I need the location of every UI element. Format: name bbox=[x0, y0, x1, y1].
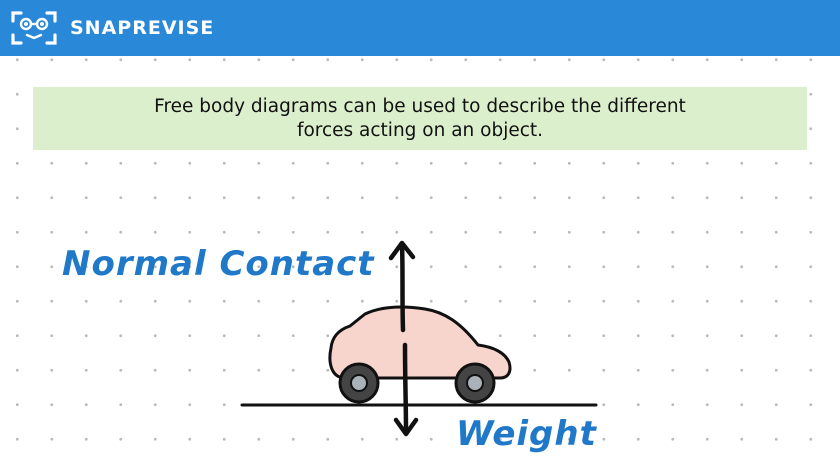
snaprevise-logo-icon[interactable] bbox=[10, 9, 58, 51]
car-body bbox=[328, 305, 512, 380]
caption-text: Free body diagrams can be used to descri… bbox=[154, 95, 686, 141]
rear-wheel bbox=[338, 362, 380, 404]
weight-label: Weight bbox=[456, 414, 597, 454]
front-wheel bbox=[454, 362, 496, 404]
normal-contact-arrow bbox=[388, 240, 416, 333]
normal-contact-label: Normal Contact bbox=[62, 244, 375, 284]
header-bar: SNAPREVISE bbox=[0, 0, 840, 56]
brand-name[interactable]: SNAPREVISE bbox=[70, 17, 215, 39]
caption-box: Free body diagrams can be used to descri… bbox=[33, 87, 807, 150]
weight-arrow bbox=[393, 342, 419, 437]
